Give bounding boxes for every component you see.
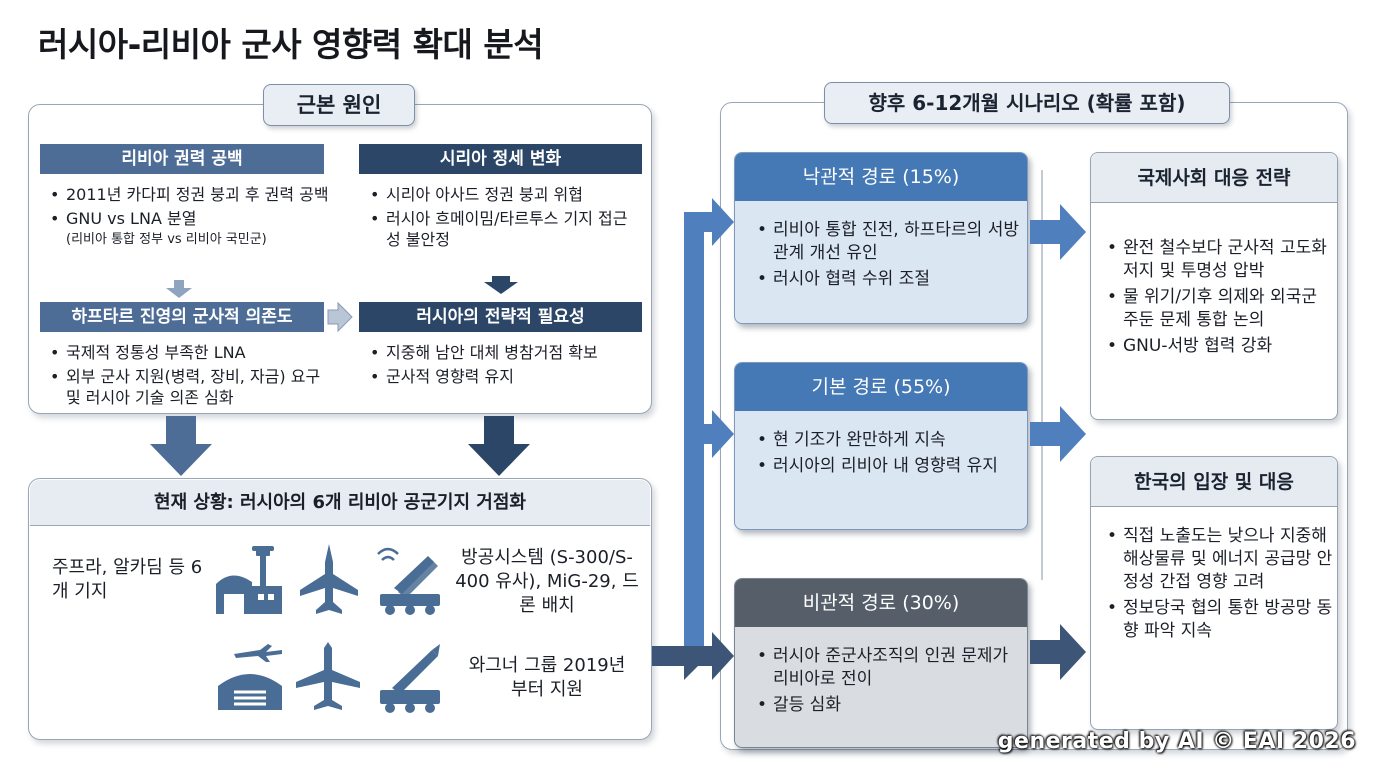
airbase-icon <box>216 546 282 614</box>
current-situation-header: 현재 상황: 러시아의 6개 리비아 공군기지 거점화 <box>30 480 650 526</box>
syria-item: 시리아 아사드 정권 붕괴 위협 <box>370 184 638 205</box>
international-response-header: 국제사회 대응 전략 <box>1091 153 1337 203</box>
base-item: 현 기조가 완만하게 지속 <box>757 429 1019 452</box>
trunk-vertical <box>684 222 704 666</box>
libya-vacuum-note: (리비아 통합 정부 vs 리비아 국민군) <box>66 232 267 247</box>
transport-plane-icon <box>296 642 360 710</box>
missile-launcher-icon <box>377 547 440 615</box>
page-title: 러시아-리비아 군사 영향력 확대 분석 <box>38 25 544 64</box>
optimistic-scenario: 낙관적 경로 (15%) 리비아 통합 진전, 하프타르의 서방 관계 개선 유… <box>734 152 1028 324</box>
libya-vacuum-item: GNU vs LNA 분열(리비아 통합 정부 vs 리비아 국민군) <box>50 208 330 250</box>
pessimistic-scenario: 비관적 경로 (30%) 러시아 준군사조직의 인권 문제가 리비아로 전이 갈… <box>734 578 1028 748</box>
base-item: 러시아의 리비아 내 영향력 유지 <box>757 455 1019 478</box>
russia-need-item: 지중해 남안 대체 병참거점 확보 <box>370 342 638 363</box>
haftar-header: 하프타르 진영의 군사적 의존도 <box>40 302 324 332</box>
haftar-item: 국제적 정통성 부족한 LNA <box>50 342 330 363</box>
korea-response-list: 직접 노출도는 낮으나 지중해 해상물류 및 에너지 공급망 안정성 간접 영향… <box>1107 525 1333 646</box>
watermark: generated by AI © EAI 2026 <box>997 729 1356 754</box>
down-arrow-icon <box>150 416 212 476</box>
root-causes-label: 근본 원인 <box>263 84 415 126</box>
missile-truck-icon <box>380 644 440 713</box>
optimistic-item: 러시아 협력 수위 조절 <box>757 268 1019 291</box>
libya-vacuum-header: 리비아 권력 공백 <box>40 144 324 174</box>
international-response-item: 물 위기/기후 의제와 외국군 주둔 문제 통합 논의 <box>1107 286 1333 332</box>
korea-response-header: 한국의 입장 및 대응 <box>1091 457 1337 507</box>
base-list: 현 기조가 완만하게 지속 러시아의 리비아 내 영향력 유지 <box>757 429 1019 481</box>
syria-list: 시리아 아사드 정권 붕괴 위협 러시아 흐메이밈/타르투스 기지 접근성 불안… <box>370 184 638 253</box>
optimistic-header: 낙관적 경로 (15%) <box>735 153 1027 201</box>
down-arrow-icon <box>468 416 530 476</box>
international-response-box: 국제사회 대응 전략 완전 철수보다 군사적 고도화 저지 및 투명성 압박 물… <box>1090 152 1338 420</box>
base-scenario: 기본 경로 (55%) 현 기조가 완만하게 지속 러시아의 리비아 내 영향력… <box>734 362 1028 530</box>
korea-response-item: 직접 노출도는 낮으나 지중해 해상물류 및 에너지 공급망 안정성 간접 영향… <box>1107 525 1333 594</box>
international-response-item: GNU-서방 협력 강화 <box>1107 335 1333 358</box>
trunk-arrow <box>652 632 708 680</box>
pessimistic-header: 비관적 경로 (30%) <box>735 579 1027 627</box>
libya-vacuum-list: 2011년 카다피 정권 붕괴 후 권력 공백 GNU vs LNA 분열(리비… <box>50 184 330 253</box>
wagner-text: 와그너 그룹 2019년부터 지원 <box>468 655 626 700</box>
scenarios-label: 향후 6-12개월 시나리오 (확률 포함) <box>824 82 1230 124</box>
haftar-item: 외부 군사 지원(병력, 장비, 자금) 요구 및 러시아 기술 의존 심화 <box>50 366 330 408</box>
pessimistic-list: 러시아 준군사조직의 인권 문제가 리비아로 전이 갈등 심화 <box>757 645 1019 720</box>
international-response-item: 완전 철수보다 군사적 고도화 저지 및 투명성 압박 <box>1107 237 1333 283</box>
libya-vacuum-item: 2011년 카다피 정권 붕괴 후 권력 공백 <box>50 184 330 205</box>
syria-header: 시리아 정세 변화 <box>359 144 642 174</box>
air-defense-text: 방공시스템 (S-300/S-400 유사), MiG-29, 드론 배치 <box>455 547 639 616</box>
russia-need-header: 러시아의 전략적 필요성 <box>359 302 642 332</box>
optimistic-list: 리비아 통합 진전, 하프타르의 서방 관계 개선 유인 러시아 협력 수위 조… <box>757 219 1019 294</box>
russia-need-list: 지중해 남안 대체 병참거점 확보 군사적 영향력 유지 <box>370 342 638 390</box>
international-response-list: 완전 철수보다 군사적 고도화 저지 및 투명성 압박 물 위기/기후 의제와 … <box>1107 237 1333 361</box>
russia-need-item: 군사적 영향력 유지 <box>370 366 638 387</box>
pessimistic-item: 갈등 심화 <box>757 694 1019 717</box>
bases-text: 주프라, 알카딤 등 6개 기지 <box>52 557 203 602</box>
korea-response-item: 정보당국 협의 통한 방공망 동향 파악 지속 <box>1107 597 1333 643</box>
base-header: 기본 경로 (55%) <box>735 363 1027 411</box>
pessimistic-item: 러시아 준군사조직의 인권 문제가 리비아로 전이 <box>757 645 1019 691</box>
hangar-icon <box>218 644 282 710</box>
haftar-list: 국제적 정통성 부족한 LNA 외부 군사 지원(병력, 장비, 자금) 요구 … <box>50 342 330 411</box>
korea-response-box: 한국의 입장 및 대응 직접 노출도는 낮으나 지중해 해상물류 및 에너지 공… <box>1090 456 1338 730</box>
optimistic-item: 리비아 통합 진전, 하프타르의 서방 관계 개선 유인 <box>757 219 1019 265</box>
syria-item: 러시아 흐메이밈/타르투스 기지 접근성 불안정 <box>370 208 638 250</box>
fighter-jet-icon <box>300 544 358 614</box>
